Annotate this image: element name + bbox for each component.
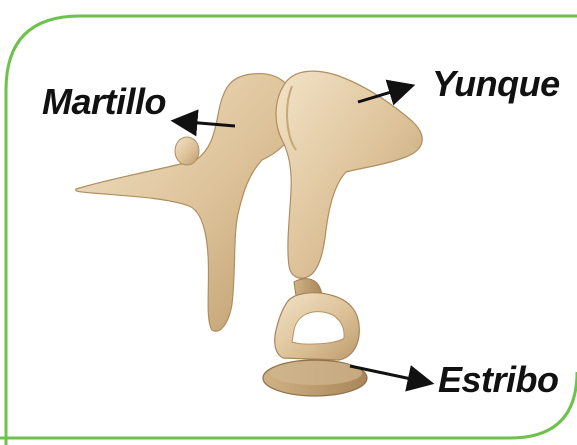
incus-bone [276,71,422,278]
stapes-bone [263,279,367,396]
label-martillo: Martillo [42,84,166,120]
label-yunque: Yunque [432,66,560,102]
label-estribo: Estribo [438,362,559,398]
